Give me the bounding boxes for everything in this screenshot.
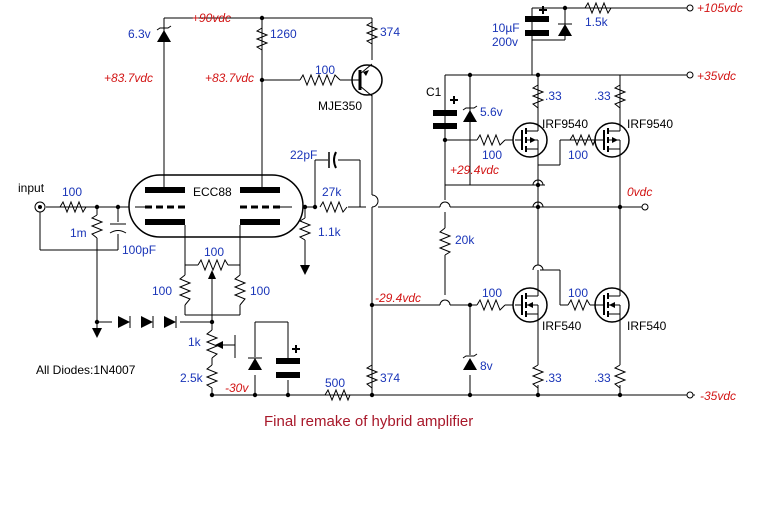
- resistor-pot: [197, 258, 229, 272]
- value-r-20k: 20k: [455, 233, 475, 247]
- voltage-83-right: +83.7vdc: [205, 71, 254, 85]
- value-r-gate-p2: 100: [568, 148, 588, 162]
- value-r-grid: 1m: [70, 226, 87, 240]
- label-irf540-2: IRF540: [627, 319, 667, 333]
- crossovers: [439, 179, 544, 306]
- ecc88-tube: [128, 174, 304, 238]
- value-r-src-n2: .33: [594, 371, 611, 385]
- voltage-30n: -30v: [225, 381, 249, 395]
- diodes: [118, 18, 572, 370]
- schematic-title: Final remake of hybrid amplifier: [264, 413, 473, 430]
- ground-arrows: [92, 265, 310, 338]
- voltage-labels: +90vdc +83.7vdc +83.7vdc +105vdc +35vdc …: [104, 1, 743, 403]
- resistor-src-p1: [531, 84, 545, 109]
- label-irf9540-1: IRF9540: [542, 117, 588, 131]
- resistor-cs-top: [365, 21, 379, 45]
- terminals: [34, 4, 694, 399]
- resistor-leads: [261, 18, 621, 396]
- resistor-500: [324, 388, 351, 402]
- resistor-hv: [584, 1, 612, 15]
- value-r-bias-pot: 1k: [188, 335, 202, 349]
- value-r-gate-n1: 100: [482, 286, 502, 300]
- value-r-cs-bot: 374: [380, 371, 400, 385]
- resistor-cs-bot: [365, 364, 379, 389]
- label-c1: C1: [426, 85, 442, 99]
- resistor-src-n2: [613, 364, 627, 389]
- label-ecc88: ECC88: [193, 185, 232, 199]
- voltage-35n: -35vdc: [700, 389, 736, 403]
- value-r-input: 100: [62, 185, 82, 199]
- value-r-gate-n2: 100: [568, 286, 588, 300]
- resistor-gate-p1: [476, 133, 506, 147]
- label-mje350: MJE350: [318, 99, 362, 113]
- mosfet-n1: [512, 285, 548, 325]
- label-irf9540-2: IRF9540: [627, 117, 673, 131]
- value-zener-5v6: 5.6v: [480, 105, 503, 119]
- pot-wipers: [208, 270, 230, 349]
- voltage-83-left: +83.7vdc: [104, 71, 153, 85]
- value-r-plate: 1260: [270, 27, 297, 41]
- voltage-29p: +29.4vdc: [450, 163, 499, 177]
- value-r-src-n1: .33: [545, 371, 562, 385]
- value-r-fb-shunt: 1.1k: [318, 225, 342, 239]
- resistor-gate-p2: [569, 133, 596, 147]
- value-cap-hv: 10µF: [492, 21, 520, 35]
- voltage-0: 0vdc: [627, 185, 652, 199]
- resistor-src-n1: [531, 364, 545, 389]
- resistor-cath-left: [178, 274, 192, 306]
- resistor-gate-n1: [476, 298, 506, 312]
- resistor-gate-n2: [567, 298, 591, 312]
- value-r-src-p2: .33: [594, 89, 611, 103]
- mosfet-n2: [594, 285, 630, 325]
- resistor-cath-right: [233, 274, 247, 306]
- value-c-input: 100pF: [122, 243, 156, 257]
- value-zener-8v: 8v: [480, 359, 493, 373]
- mje350-transistor: [351, 63, 383, 97]
- resistor-plate: [255, 27, 269, 51]
- voltage-90: +90vdc: [192, 11, 231, 25]
- diodes-note: All Diodes:1N4007: [36, 363, 136, 377]
- value-r-cath-right: 100: [250, 284, 270, 298]
- label-irf540-1: IRF540: [542, 319, 582, 333]
- value-r-src-p1: .33: [545, 89, 562, 103]
- mosfet-p1: [512, 122, 548, 158]
- value-cap-hv-v: 200v: [492, 35, 518, 49]
- resistor-base: [299, 73, 341, 87]
- component-values: input 100 1m 100pF 6.3v 1260 374 100 MJE…: [18, 15, 673, 390]
- value-r-cath-left: 100: [152, 284, 172, 298]
- value-zener-top: 6.3v: [128, 27, 151, 41]
- junctions: [94, 5, 623, 398]
- value-r-base: 100: [315, 63, 335, 77]
- resistor-src-p2: [613, 84, 627, 109]
- resistors: [59, 1, 627, 402]
- voltage-105: +105vdc: [697, 1, 743, 15]
- resistor-fb-shunt: [298, 217, 312, 241]
- value-r-cs-top: 374: [380, 25, 400, 39]
- value-r-pot: 100: [204, 245, 224, 259]
- voltage-29n: -29.4vdc: [375, 291, 421, 305]
- resistor-feedback: [319, 200, 348, 214]
- mosfet-p2: [594, 122, 630, 160]
- resistor-grid: [90, 214, 104, 239]
- resistor-input: [59, 200, 87, 214]
- value-r-feedback: 27k: [322, 185, 342, 199]
- capacitors: [109, 6, 549, 378]
- resistor-bias: [205, 364, 219, 389]
- voltage-35p: +35vdc: [697, 69, 736, 83]
- resistor-20k: [438, 227, 452, 256]
- value-c-feedback: 22pF: [290, 148, 317, 162]
- input-label: input: [18, 181, 45, 195]
- value-r-bias: 2.5k: [180, 371, 204, 385]
- value-r-gate-p1: 100: [482, 148, 502, 162]
- resistor-bias-pot: [205, 329, 219, 359]
- value-r-hv: 1.5k: [585, 15, 609, 29]
- value-r-500: 500: [325, 376, 345, 390]
